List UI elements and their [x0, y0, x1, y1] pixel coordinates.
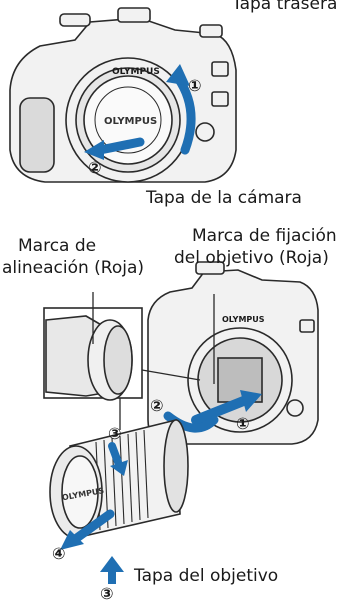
label-rear-cap: Tapa trasera [232, 0, 338, 14]
remove-cap-arrow-head [60, 530, 84, 550]
label-lens-cap: Tapa del objetivo [134, 566, 279, 586]
step-bottom-3: ③ [100, 584, 114, 603]
pull-arrow [95, 137, 145, 155]
label-lens-mark-line1: Marca de fijación [192, 226, 337, 246]
step-mid-1: ① [236, 414, 250, 433]
label-alignment-mark-line2: alineación (Roja) [2, 258, 145, 278]
brand-camera-bottom: OLYMPUS [222, 315, 265, 324]
press-arrow-bottom [100, 556, 124, 584]
step-top-1: ① [188, 76, 202, 95]
remove-cap-arrow [69, 509, 115, 545]
step-top-2: ② [88, 158, 102, 177]
rotate-arrow-head [166, 64, 190, 86]
attach-arrow-head [240, 390, 262, 412]
label-body-cap: Tapa de la cámara [146, 188, 302, 208]
step-mid-2: ② [150, 396, 164, 415]
label-lens-mark-line2: del objetivo (Roja) [174, 248, 329, 268]
rotate-lens-arrow [163, 411, 219, 433]
pull-arrow-head [84, 140, 104, 160]
step-lens-3: ③ [108, 424, 122, 443]
step-cap-4: ④ [52, 544, 66, 563]
press-arrow-top [108, 442, 122, 466]
zoom-inset [43, 307, 143, 401]
brand-camera-top: OLYMPUS [112, 67, 160, 77]
label-alignment-mark-line1: Marca de [18, 236, 97, 256]
press-arrow-top-head [110, 460, 128, 476]
camera-mid [147, 261, 319, 445]
attach-arrow [191, 395, 251, 425]
lens [49, 418, 189, 539]
camera-top [9, 7, 237, 183]
brand-body-cap: OLYMPUS [104, 116, 157, 127]
leader-lines [92, 292, 215, 430]
